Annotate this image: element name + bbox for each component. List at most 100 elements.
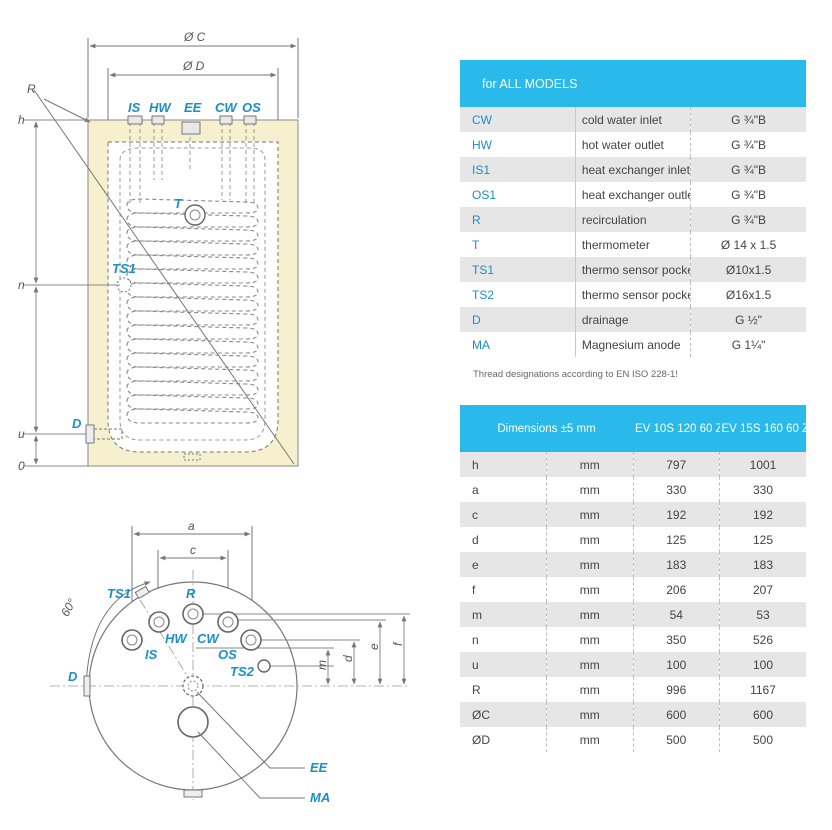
connections-table-header: for ALL MODELS	[460, 60, 806, 107]
coil-loop	[126, 282, 259, 298]
label-ee: EE	[184, 100, 202, 115]
dimension-value-model-2: 500	[719, 727, 806, 752]
radius-arrow	[43, 98, 91, 123]
dim-label-e: e	[367, 643, 381, 650]
connection-description: drainage	[574, 307, 691, 332]
dimension-value-model-1: 183	[632, 552, 720, 577]
dimensions-table: Dimensions ±5 mm EV 10S 120 60 Z PS EV 1…	[460, 405, 806, 752]
dimension-unit: mm	[546, 477, 633, 502]
thermometer-port	[184, 204, 206, 226]
top-label-d: D	[68, 669, 78, 684]
coil-loop	[126, 366, 259, 382]
coil-loop	[126, 394, 259, 410]
dimension-label: c	[460, 502, 547, 527]
top-label-cw: CW	[197, 631, 220, 646]
top-label-os: OS	[218, 647, 237, 662]
connection-code: T	[460, 232, 576, 257]
coil-loop	[126, 254, 259, 270]
angle-label: 60°	[58, 596, 79, 619]
top-ts1-stub	[134, 585, 150, 600]
dimensions-header-label: Dimensions ±5 mm	[460, 405, 633, 452]
dimension-label: h	[460, 452, 547, 477]
dimension-unit: mm	[546, 527, 633, 552]
dimension-unit: mm	[546, 702, 633, 727]
technical-drawing: IS HW EE CW OS T TS1 D Ø C Ø D R h n u 0	[18, 30, 410, 805]
connection-description: recirculation	[574, 207, 691, 232]
dimension-value-model-2: 183	[719, 552, 806, 577]
top-label-is: IS	[145, 647, 158, 662]
port-ts2	[257, 659, 271, 673]
coil-loop	[126, 324, 259, 340]
dimensions-table-header: Dimensions ±5 mm EV 10S 120 60 Z PS EV 1…	[460, 405, 806, 452]
dimension-value-model-2: 600	[719, 702, 806, 727]
dim-label-r: R	[27, 82, 36, 96]
connection-thread: Ø 14 x 1.5	[690, 232, 806, 257]
dimension-value-model-1: 100	[632, 652, 720, 677]
dimension-value-model-2: 207	[719, 577, 806, 602]
dimension-value-model-1: 330	[632, 477, 720, 502]
coil-loop	[126, 310, 259, 326]
dim-label-zero: 0	[18, 459, 25, 473]
port-is	[121, 629, 143, 651]
dim-label-c: c	[190, 543, 196, 557]
dimension-unit: mm	[546, 552, 633, 577]
top-label-ts1: TS1	[107, 586, 131, 601]
label-hw: HW	[149, 100, 172, 115]
connection-code: OS1	[460, 182, 576, 207]
radius-line	[33, 89, 295, 465]
coil-loop	[126, 338, 259, 354]
bottom-stub	[183, 453, 201, 461]
dimension-value-model-1: 350	[632, 627, 720, 652]
connection-thread: G 1¼"	[690, 332, 806, 357]
connection-description: cold water inlet	[574, 107, 691, 132]
dimension-label: d	[460, 527, 547, 552]
top-label-ts2: TS2	[230, 664, 255, 679]
dimension-unit: mm	[546, 727, 633, 752]
coil-loop	[126, 240, 259, 256]
coil-loop	[126, 352, 259, 368]
dimension-value-model-1: 54	[632, 602, 720, 627]
internal-pipes	[129, 122, 255, 205]
dimension-value-model-1: 500	[632, 727, 720, 752]
dim-label-f: f	[391, 641, 405, 646]
connection-description: Magnesium anode	[574, 332, 691, 357]
thread-note: Thread designations according to EN ISO …	[473, 369, 678, 380]
dimension-value-model-1: 996	[632, 677, 720, 702]
dim-label-h: h	[18, 113, 25, 127]
coil-loop	[126, 268, 259, 284]
connection-code: D	[460, 307, 576, 332]
connection-code: TS1	[460, 257, 576, 282]
port-os	[240, 629, 262, 651]
dimension-value-model-2: 1001	[719, 452, 806, 477]
dimension-value-model-2: 125	[719, 527, 806, 552]
dimension-value-model-1: 125	[632, 527, 720, 552]
dimension-value-model-1: 206	[632, 577, 720, 602]
connection-code: HW	[460, 132, 576, 157]
dimension-unit: mm	[546, 602, 633, 627]
connections-table-title: for ALL MODELS	[460, 60, 806, 107]
connection-thread: G ¾"B	[690, 157, 806, 182]
dimension-value-model-2: 330	[719, 477, 806, 502]
side-view: IS HW EE CW OS T TS1 D Ø C Ø D R h n u 0	[18, 30, 299, 473]
connection-code: TS2	[460, 282, 576, 307]
dimension-value-model-1: 192	[632, 502, 720, 527]
label-os: OS	[242, 100, 261, 115]
leader-lines	[196, 691, 305, 799]
connection-code: MA	[460, 332, 576, 357]
label-t: T	[174, 196, 183, 211]
dimension-label: f	[460, 577, 547, 602]
dimensions-header-model-1: EV 10S 120 60 Z PS	[633, 405, 720, 452]
dimension-label: ØC	[460, 702, 547, 727]
label-ts1: TS1	[112, 261, 136, 276]
